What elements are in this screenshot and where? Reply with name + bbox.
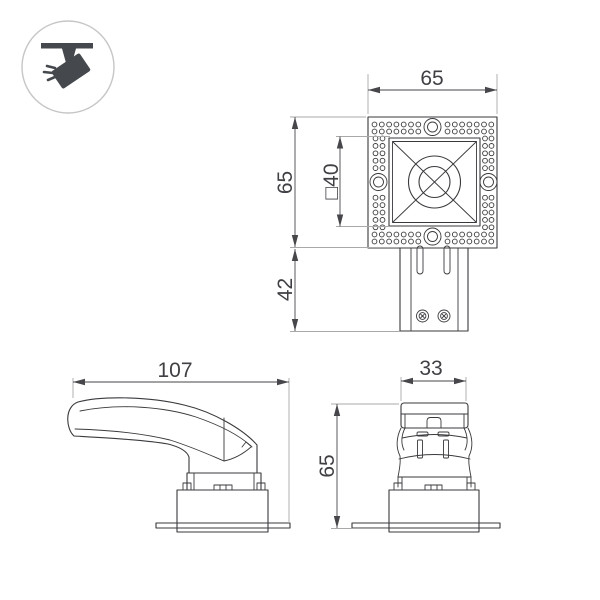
scoop-curve: [223, 446, 252, 462]
dim-rear-height: 65: [316, 403, 399, 529]
dim-label-front-height: 65: [274, 171, 297, 194]
dim-rear-width: 33: [400, 357, 467, 401]
dim-label-rear-width: 33: [419, 357, 442, 380]
recessed-housing-rear: [388, 489, 480, 533]
rear-base: [351, 476, 501, 533]
side-view: [67, 397, 291, 533]
head-body-edge: [74, 428, 225, 462]
dim-label-front-width: 65: [420, 67, 443, 90]
rear-arc-upper: [401, 434, 468, 439]
lamp-head-outline: [67, 397, 258, 474]
icon-light-rays: [42, 64, 57, 82]
rear-pin: [417, 439, 423, 459]
perforation-holes: [371, 121, 495, 245]
rear-left-inner-curve: [401, 427, 406, 451]
lens-inner: [418, 165, 451, 199]
dim-cutout: □40: [320, 136, 390, 227]
side-base: [155, 472, 291, 533]
dim-label-cutout: □40: [320, 163, 343, 199]
icon-lamp-head: [51, 53, 91, 89]
trim-flange: [155, 522, 291, 529]
adjustment-slot: [443, 245, 451, 275]
rear-slot: [416, 431, 429, 437]
front-view: [367, 116, 498, 332]
head-top-edge: [79, 406, 252, 447]
icon-ceiling-bar: [41, 43, 93, 49]
adjustment-slot: [416, 245, 424, 275]
dim-label-side-length: 107: [157, 359, 192, 382]
dim-side-length: 107: [72, 359, 290, 523]
lens-outer: [407, 155, 462, 209]
rear-slot: [437, 431, 450, 437]
rear-arc-lower: [398, 454, 471, 460]
rear-head-box: [400, 402, 469, 429]
mounting-bracket: [399, 245, 469, 332]
track-light-icon: [21, 20, 115, 114]
trim-flange-rear: [351, 522, 501, 529]
rear-view: [351, 402, 501, 533]
rear-pin: [443, 439, 449, 459]
rear-latch: [426, 417, 442, 429]
rear-right-inner-curve: [463, 427, 468, 451]
rear-right-profile: [467, 427, 473, 478]
dim-label-recess-depth: 42: [274, 278, 297, 301]
screws: [416, 309, 451, 323]
dim-recess-depth: 42: [274, 249, 400, 332]
dim-front-width: 65: [367, 67, 498, 114]
dim-label-rear-height: 65: [316, 454, 339, 477]
bezel: [388, 137, 481, 227]
rear-left-profile: [396, 427, 402, 478]
dim-front-height: 65: [274, 116, 398, 248]
nose-notch: [241, 441, 253, 448]
recessed-housing: [176, 489, 269, 533]
